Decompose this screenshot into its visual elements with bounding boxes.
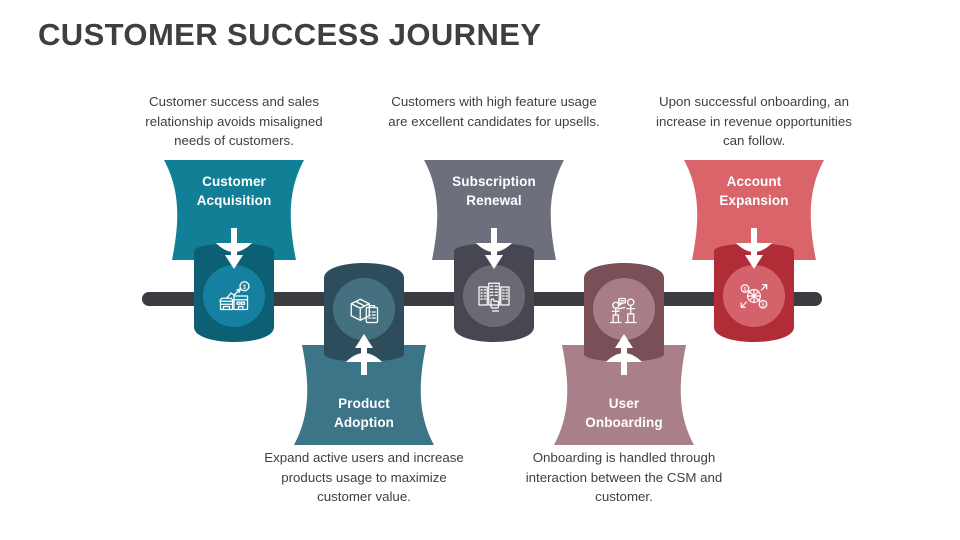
page-title: CUSTOMER SUCCESS JOURNEY	[38, 17, 542, 52]
stage-label-line2-user-onboarding: Onboarding	[585, 415, 663, 430]
stage-node-subscription-renewal[interactable]	[446, 241, 542, 353]
stage-description-user-onboarding: Onboarding is handled through interactio…	[525, 450, 723, 504]
stage-label-line2-subscription-renewal: Renewal	[466, 193, 522, 208]
svg-text:$: $	[762, 303, 765, 309]
storefront-growth-icon: $	[203, 265, 265, 327]
svg-text:$: $	[744, 287, 747, 293]
stage-node-customer-acquisition[interactable]: $	[186, 241, 282, 353]
stage-label-line2-account-expansion: Expansion	[719, 193, 789, 208]
stage-connector-arrow-subscription-renewal	[484, 228, 504, 270]
stage-connector-arrow-user-onboarding	[614, 334, 634, 376]
stage-node-circle-subscription-renewal	[463, 265, 525, 327]
stage-node-circle-user-onboarding	[593, 278, 655, 340]
stage-node-product-adoption[interactable]	[316, 252, 412, 364]
stage-connector-arrow-customer-acquisition	[224, 228, 244, 270]
stage-account-expansion[interactable]: Upon successful onboarding, an increase …	[654, 0, 854, 540]
stage-description-product-adoption: Expand active users and increase product…	[264, 450, 464, 504]
stage-label-line1-subscription-renewal: Subscription	[452, 174, 536, 189]
stage-connector-arrow-product-adoption	[354, 334, 374, 376]
stage-description-subscription-renewal: Customers with high feature usage are ex…	[388, 94, 600, 129]
stage-node-circle-product-adoption	[333, 278, 395, 340]
stage-description-customer-acquisition: Customer success and sales relationship …	[145, 94, 323, 148]
stage-node-account-expansion[interactable]: $ $	[706, 241, 802, 353]
stage-label-line2-product-adoption: Adoption	[333, 415, 395, 430]
network-expansion-icon: $ $	[723, 265, 785, 327]
stage-label-line1-product-adoption: Product	[338, 396, 390, 411]
documents-click-icon	[463, 265, 525, 327]
people-interaction-icon	[593, 278, 655, 340]
stage-user-onboarding[interactable]: Onboarding is handled through interactio…	[524, 0, 724, 540]
stage-connector-arrow-account-expansion	[744, 228, 764, 270]
stage-label-line1-user-onboarding: User	[608, 396, 640, 411]
box-clipboard-icon	[333, 278, 395, 340]
stage-label-line1-customer-acquisition: Customer	[202, 174, 266, 189]
stage-node-user-onboarding[interactable]	[576, 252, 672, 364]
stage-label-line2-customer-acquisition: Acquisition	[196, 193, 272, 208]
svg-text:$: $	[243, 285, 247, 291]
stage-product-adoption[interactable]: Expand active users and increase product…	[264, 0, 464, 540]
stage-customer-acquisition[interactable]: Customer success and sales relationship …	[134, 0, 334, 540]
stage-label-line1-account-expansion: Account	[726, 174, 782, 189]
stage-subscription-renewal[interactable]: Customers with high feature usage are ex…	[388, 0, 600, 540]
stage-description-account-expansion: Upon successful onboarding, an increase …	[656, 94, 852, 148]
